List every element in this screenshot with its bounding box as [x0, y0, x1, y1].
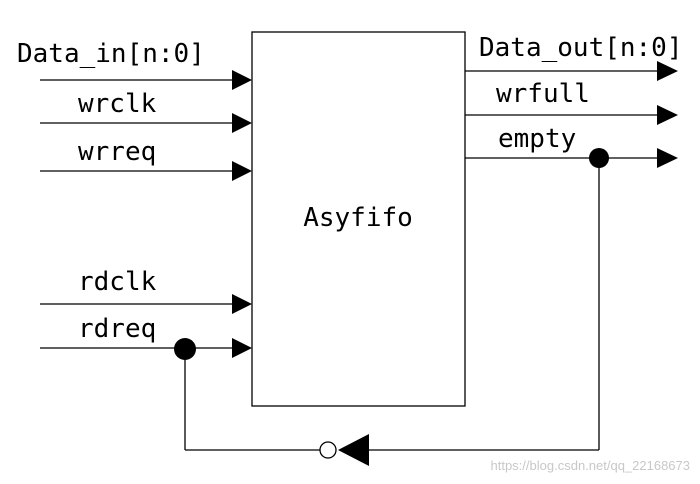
arrow-right-icon: [657, 61, 678, 81]
arrow-right-icon: [232, 161, 252, 181]
input-wrreq-signal: [40, 161, 252, 181]
inverter-triangle-icon: [338, 434, 369, 466]
arrow-right-icon: [657, 105, 678, 125]
arrow-right-icon: [657, 148, 678, 168]
label-wrfull: wrfull: [496, 79, 590, 109]
label-wrreq: wrreq: [78, 137, 156, 167]
junction-dot-rdreq: [174, 338, 196, 360]
label-data-in: Data_in[n:0]: [17, 39, 205, 69]
block-label: Asyfifo: [303, 203, 413, 233]
arrow-right-icon: [232, 113, 252, 133]
label-rdreq: rdreq: [78, 314, 156, 344]
watermark-text: https://blog.csdn.net/qq_22168673: [491, 458, 691, 473]
label-empty: empty: [498, 124, 576, 154]
inverter-bubble-icon: [319, 441, 337, 459]
input-rdclk-signal: [40, 294, 252, 314]
output-wrfull-signal: [465, 105, 678, 125]
label-rdclk: rdclk: [78, 267, 157, 297]
asyfifo-block: [251, 31, 466, 407]
arrow-right-icon: [232, 70, 252, 90]
output-empty-signal: [465, 148, 678, 168]
label-wrclk: wrclk: [78, 89, 157, 119]
arrow-right-icon: [232, 294, 252, 314]
input-rdreq-signal: [40, 338, 252, 358]
input-wrclk-signal: [40, 113, 252, 133]
input-data-in-signal: [40, 70, 252, 90]
arrow-right-icon: [232, 338, 252, 358]
output-data-out-signal: [465, 61, 678, 81]
feedback-path: [174, 148, 609, 466]
label-data-out: Data_out[n:0]: [479, 33, 683, 63]
